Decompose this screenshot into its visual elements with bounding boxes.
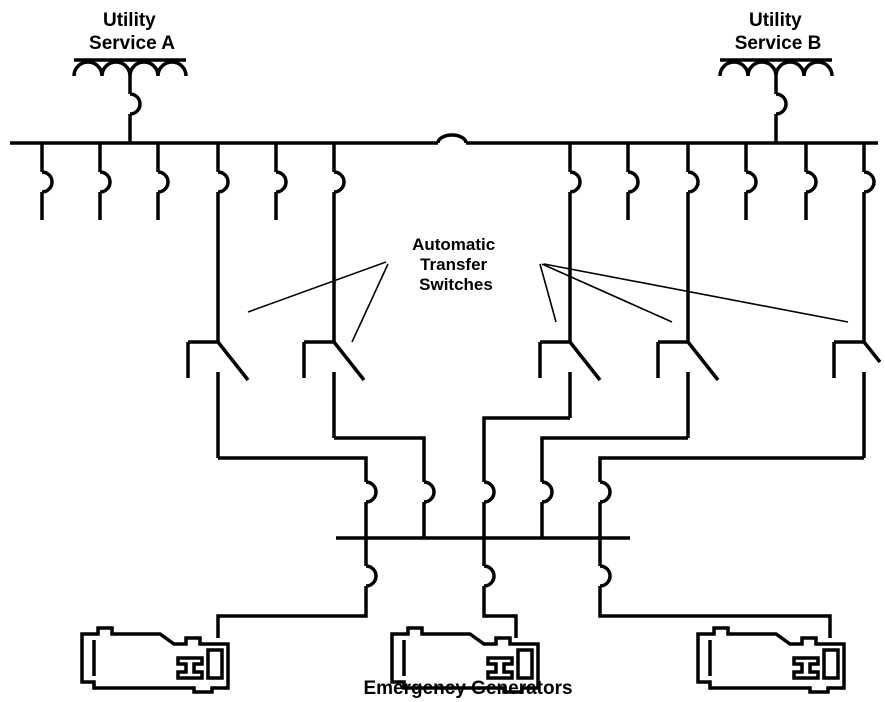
ats-1: [186, 300, 250, 458]
ats-callout: Automatic Transfer Switches: [247, 235, 849, 343]
utility-b-label: Utility Service B: [735, 10, 822, 54]
utility-a-word1: Utility: [103, 10, 156, 31]
utility-b-word1: Utility: [749, 10, 802, 31]
ats-label: Automatic Transfer Switches: [412, 235, 500, 294]
ats-2: [302, 300, 366, 438]
generator-1-icon: [80, 626, 230, 694]
utility-a-word2: Service A: [89, 33, 175, 54]
utility-service-b: Utility Service B: [718, 10, 834, 143]
generator-feeds: [216, 538, 832, 638]
main-bus: [10, 133, 878, 145]
generators-label: Emergency Generators: [363, 678, 572, 699]
generator-3-icon: [696, 626, 846, 694]
ats-label-line2: Transfer: [420, 255, 487, 274]
ats-label-line3: Switches: [419, 275, 493, 294]
ats-label-line1: Automatic: [412, 235, 495, 254]
ats-to-gen-bus-wiring: [218, 416, 864, 538]
ats-3: [538, 300, 602, 418]
feeder-breakers: [40, 143, 876, 300]
transformer-b-icon: [718, 58, 834, 78]
ats-5: [832, 300, 882, 458]
utility-service-a: Utility Service A: [72, 10, 188, 143]
utility-a-label-line1: Utility Service A: [89, 10, 175, 54]
transformer-a-icon: [72, 58, 188, 78]
utility-b-word2: Service B: [735, 33, 822, 54]
ats-4: [656, 300, 720, 438]
